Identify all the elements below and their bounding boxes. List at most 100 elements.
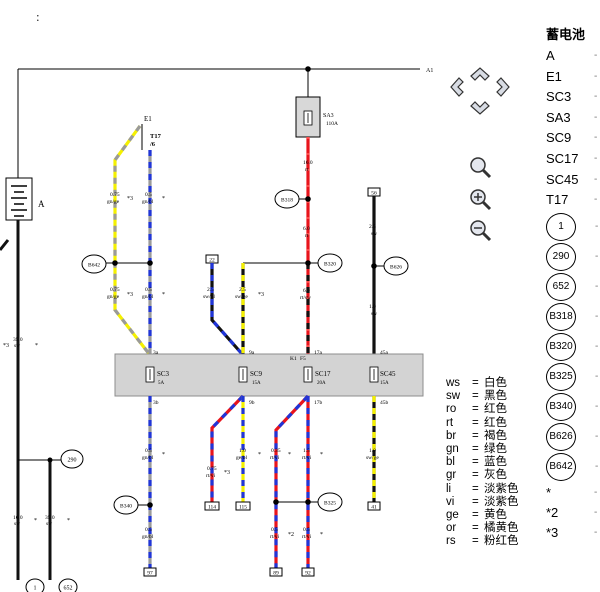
ignition-label: E1 xyxy=(144,115,152,123)
legend-item-sc3[interactable]: SC3- xyxy=(546,89,598,105)
terminal-56: 56 xyxy=(367,187,381,197)
svg-text:ge/bl: ge/bl xyxy=(236,455,247,461)
node-b320[interactable]: B320 xyxy=(317,253,343,273)
svg-text:0.35: 0.35 xyxy=(271,448,281,454)
svg-text:1.5: 1.5 xyxy=(303,448,310,454)
node-b318[interactable]: B318 xyxy=(274,189,300,209)
pan-right-button[interactable] xyxy=(496,77,510,97)
svg-text:rt/vi: rt/vi xyxy=(270,534,280,540)
color-key-row: sw=黑色 xyxy=(446,390,507,403)
svg-text:B340: B340 xyxy=(120,504,132,510)
legend-note-1: *- xyxy=(546,484,598,500)
svg-text:0.5: 0.5 xyxy=(303,527,310,533)
svg-text:9a: 9a xyxy=(249,350,255,356)
svg-text:*: * xyxy=(67,518,70,524)
fuse-sa3 xyxy=(295,96,321,138)
svg-text:*3: *3 xyxy=(224,470,230,476)
svg-text:9b: 9b xyxy=(249,400,255,406)
svg-text:sw: sw xyxy=(46,521,52,527)
color-key-row: vi=淡紫色 xyxy=(446,495,519,508)
svg-text:*: * xyxy=(162,292,165,298)
wire-color-key: ws=白色 sw=黑色 ro=红色 rt=红色 br=褐色 gn=绿色 bl=蓝… xyxy=(446,377,546,548)
legend-item-a[interactable]: A- xyxy=(546,48,598,63)
legend-node-1[interactable]: 1- xyxy=(546,212,598,241)
svg-text:1.0: 1.0 xyxy=(369,304,376,310)
svg-text:*: * xyxy=(258,452,261,458)
svg-text:B325: B325 xyxy=(324,501,336,507)
color-key-row: rt=红色 xyxy=(446,416,507,429)
zoom-out-icon[interactable] xyxy=(470,220,492,242)
legend-node-b320[interactable]: B320- xyxy=(546,332,598,361)
zoom-icon[interactable] xyxy=(470,157,492,179)
node-652[interactable]: 652 xyxy=(58,578,78,592)
legend-node-b325[interactable]: B325- xyxy=(546,362,598,391)
svg-text:*: * xyxy=(162,196,165,202)
svg-text:0.5: 0.5 xyxy=(145,448,152,454)
svg-text:0.5: 0.5 xyxy=(145,192,152,198)
terminal-41: 41 xyxy=(367,501,381,511)
svg-text:110A: 110A xyxy=(326,121,338,127)
legend-node-b626[interactable]: B626- xyxy=(546,422,598,451)
legend-node-b318[interactable]: B318- xyxy=(546,302,598,331)
wire-sw-bl xyxy=(210,263,245,357)
node-1[interactable]: 1 xyxy=(25,578,45,592)
legend-title: 蓄电池 xyxy=(546,27,586,42)
svg-text:56: 56 xyxy=(371,191,377,197)
svg-text:rt/vi: rt/vi xyxy=(270,455,280,461)
connector-t17-pin: /6 xyxy=(149,141,156,148)
svg-text:97: 97 xyxy=(147,571,153,577)
svg-text:16.0: 16.0 xyxy=(303,160,313,166)
node-b340[interactable]: B340 xyxy=(113,495,139,515)
color-key-row: gn=绿色 xyxy=(446,442,507,455)
pan-left-button[interactable] xyxy=(450,77,464,97)
terminal-22: 22 xyxy=(205,254,219,264)
node-b626[interactable]: B626 xyxy=(383,256,409,276)
zoom-in-icon[interactable] xyxy=(470,189,492,211)
legend-item-sc45[interactable]: SC45- xyxy=(546,171,598,187)
node-b642[interactable]: B642 xyxy=(81,254,107,274)
svg-text:6.0: 6.0 xyxy=(303,226,310,232)
svg-text:gn/ge: gn/ge xyxy=(107,294,120,300)
legend-node-290[interactable]: 290- xyxy=(546,242,598,271)
battery-label: A xyxy=(38,199,45,209)
svg-text:3a: 3a xyxy=(153,350,159,356)
svg-text:gn/bl: gn/bl xyxy=(142,534,154,540)
svg-text:1: 1 xyxy=(34,586,37,592)
node-b325[interactable]: B325 xyxy=(317,492,343,512)
wire-gn-ge xyxy=(113,125,152,356)
fuse-sc9 xyxy=(238,366,248,383)
legend-node-b642[interactable]: B642- xyxy=(546,452,598,481)
vin-text: : XXX4V21XXXXXXXXXX xyxy=(36,9,41,22)
legend-node-b340[interactable]: B340- xyxy=(546,392,598,421)
svg-text:SA3: SA3 xyxy=(323,113,334,119)
legend-item-sc17[interactable]: SC17- xyxy=(546,150,598,166)
svg-text:114: 114 xyxy=(208,505,216,511)
svg-text:17b: 17b xyxy=(314,400,323,406)
busbar-label: A1 xyxy=(426,68,433,74)
svg-text:sw: sw xyxy=(14,521,20,527)
svg-text:16.0: 16.0 xyxy=(13,515,23,521)
legend-item-e1[interactable]: E1- xyxy=(546,68,598,84)
svg-text:sw: sw xyxy=(371,311,377,317)
pan-down-button[interactable] xyxy=(470,101,490,115)
svg-text:2.5: 2.5 xyxy=(369,224,376,230)
svg-text:15A: 15A xyxy=(380,381,389,386)
legend-item-sc9[interactable]: SC9- xyxy=(546,130,598,146)
node-290[interactable]: 290 xyxy=(60,449,84,469)
svg-text:20A: 20A xyxy=(317,381,326,386)
svg-text:115: 115 xyxy=(239,505,247,511)
svg-text:652: 652 xyxy=(64,586,73,592)
terminal-89: 89 xyxy=(269,567,283,577)
svg-text:SC9: SC9 xyxy=(250,370,263,378)
svg-text:rt: rt xyxy=(305,167,309,173)
svg-text:3b: 3b xyxy=(153,400,159,406)
svg-text:B626: B626 xyxy=(390,265,402,271)
legend-item-sa3[interactable]: SA3- xyxy=(546,109,598,125)
svg-text:sw: sw xyxy=(371,231,377,237)
svg-text:0.5: 0.5 xyxy=(145,527,152,533)
svg-text:B318: B318 xyxy=(281,198,293,204)
legend-item-t17[interactable]: T17- xyxy=(546,192,598,208)
pan-up-button[interactable] xyxy=(470,67,490,81)
legend-node-652[interactable]: 652- xyxy=(546,272,598,301)
svg-text:SC45: SC45 xyxy=(380,370,396,378)
